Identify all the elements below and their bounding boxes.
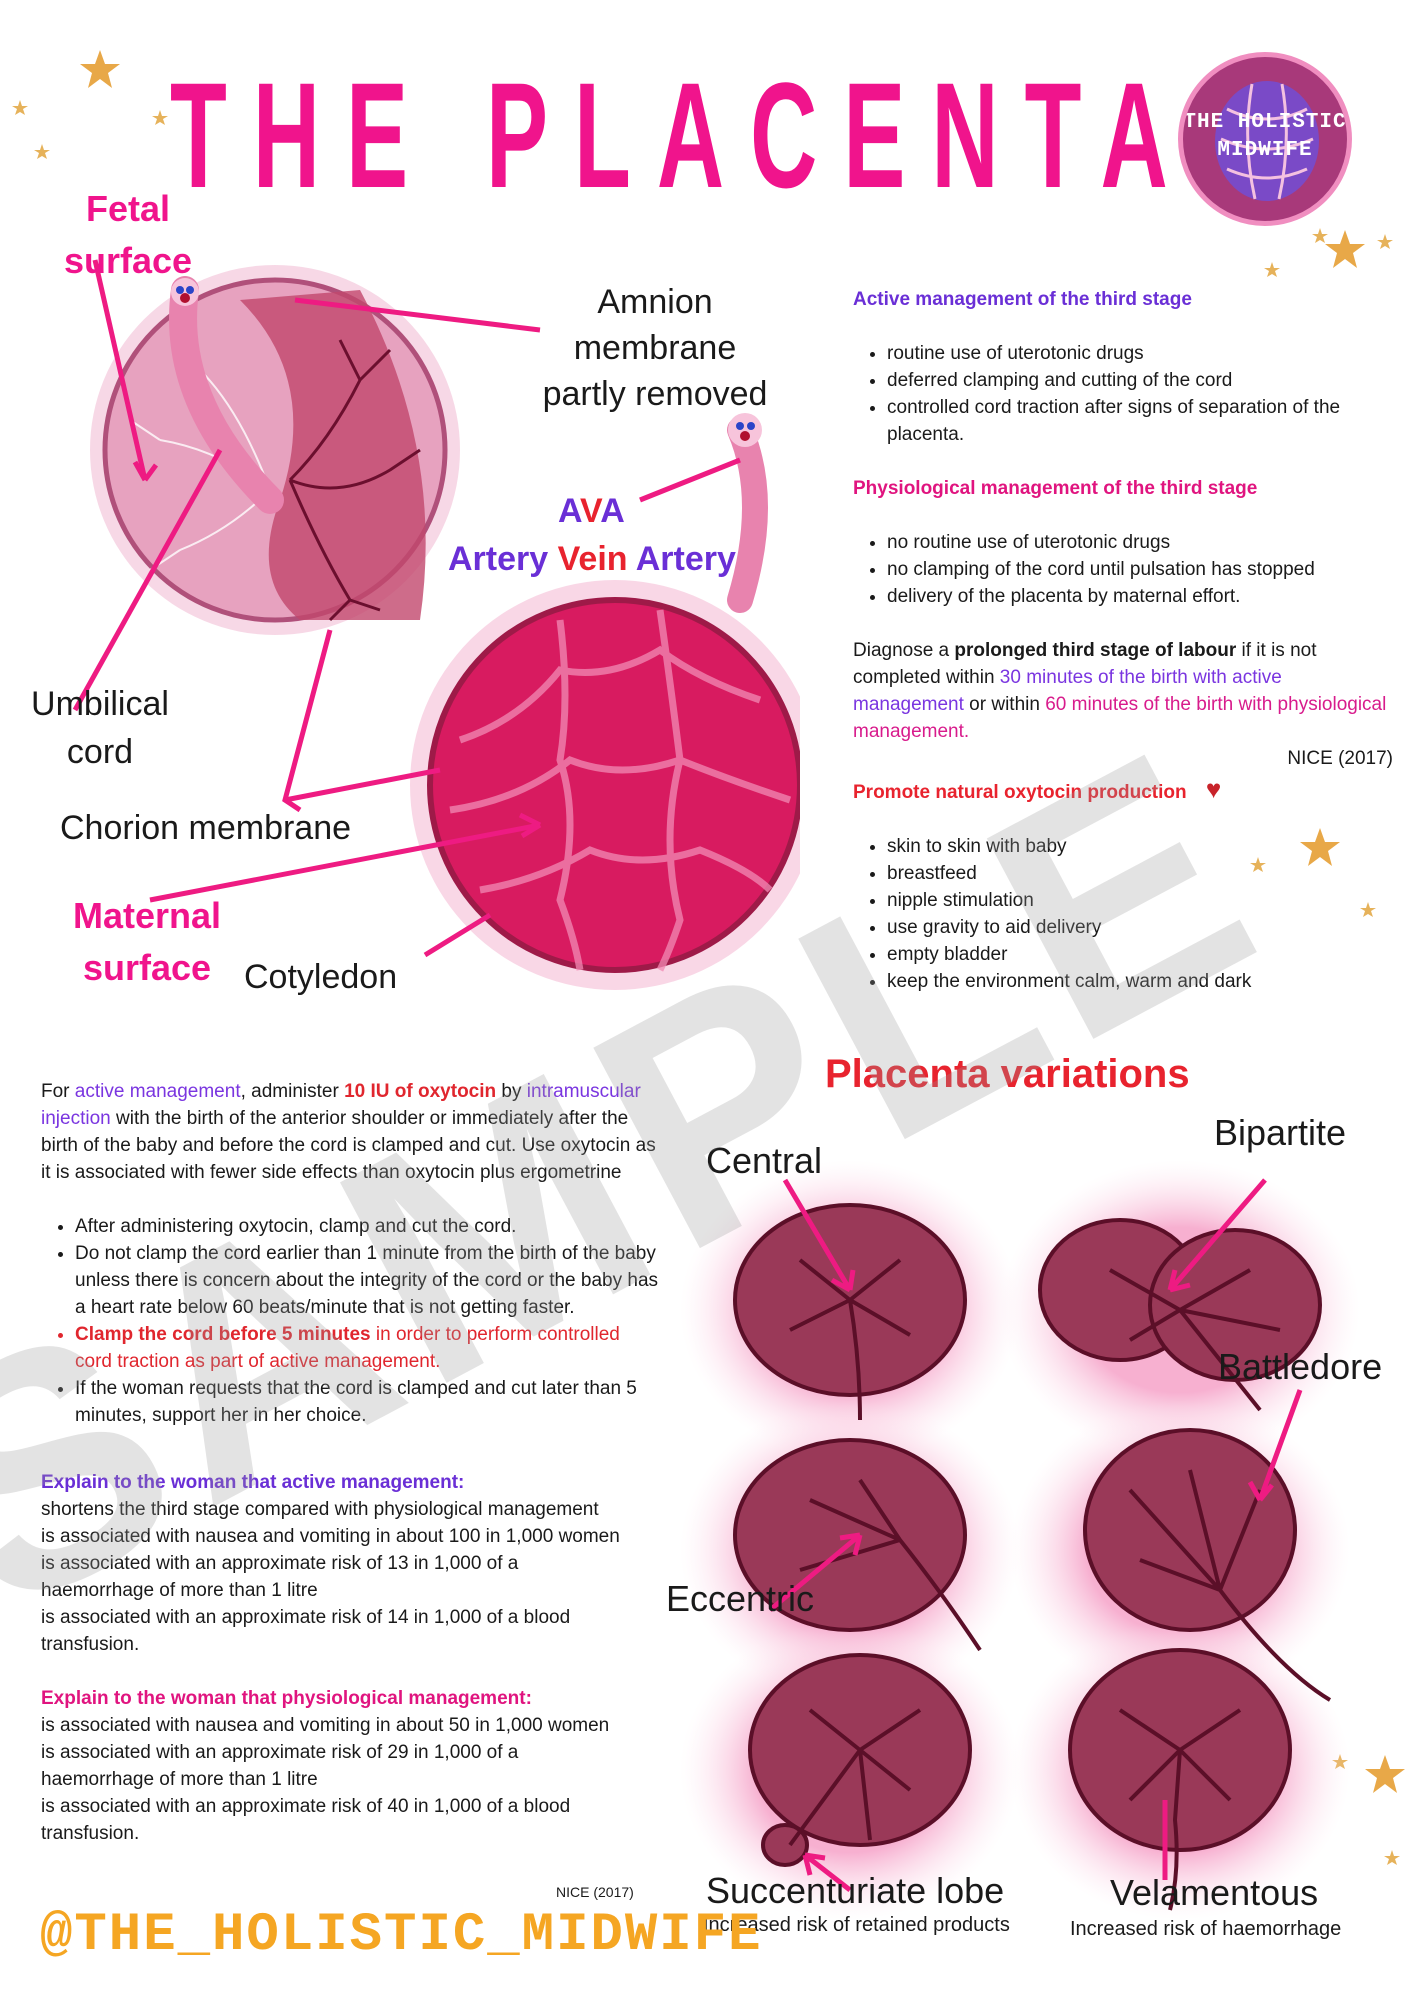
explain-phys-line: is associated with nausea and vomiting i… [41,1715,610,1736]
list-item: keep the environment calm, warm and dark [887,968,1393,995]
variation-cords [788,1258,1332,1911]
brand-logo: THE HOLISTIC MIDWIFE [1178,52,1352,226]
label-bipartite: Bipartite [1214,1112,1347,1153]
pointer-chorion [284,767,441,803]
label-fetal-surface: Fetal surface [63,188,193,281]
label-ava: AVA [558,492,625,530]
placenta-diagram [72,259,800,990]
oxytocin-heading-row: Promote natural oxytocin production ♥ [853,776,1393,806]
list-item: delivery of the placenta by maternal eff… [887,583,1393,610]
label-cotyledon: Cotyledon [244,958,398,996]
label-succenturiate: Succenturiate lobe [706,1870,1005,1911]
placenta-logo-icon [1215,81,1319,201]
explain-phys-line: is associated with an approximate risk o… [41,1742,519,1790]
list-item: Do not clamp the cord earlier than 1 min… [75,1240,661,1321]
nice-citation: NICE (2017) [1287,748,1393,769]
intro-paragraph: For active management, administer 10 IU … [41,1081,656,1183]
star-icon [1312,228,1328,243]
label-chorion: Chorion membrane [60,809,352,847]
list-item: controlled cord traction after signs of … [887,394,1393,448]
label-umbilical-cord: Umbilical cord [31,685,169,771]
list-item: no routine use of uterotonic drugs [887,529,1393,556]
label-pointers [72,259,741,958]
clamping-list: After administering oxytocin, clamp and … [41,1213,661,1429]
explain-phys-line: is associated with an approximate risk o… [41,1796,571,1844]
pointer-amnion [294,297,541,333]
label-battledore: Battledore [1218,1346,1383,1387]
star-icon [34,144,50,159]
explain-active-line: is associated with nausea and vomiting i… [41,1526,620,1547]
label-velamentous: Velamentous [1110,1872,1319,1913]
cotyledon-lobes [449,609,792,972]
cord-section-icon [728,413,762,447]
explain-active-heading: Explain to the woman that active managem… [41,1472,465,1493]
explain-phys-heading: Explain to the woman that physiological … [41,1688,532,1709]
variation-placentas [733,1203,1322,1867]
pointer-ava [639,457,741,503]
velamentous-note: Increased risk of haemorrhage [1070,1918,1342,1940]
label-maternal-surface: Maternal surface [72,895,222,988]
prolonged-paragraph: Diagnose a prolonged third stage of labo… [853,640,1387,742]
explain-active-line: is associated with an approximate risk o… [41,1553,519,1601]
star-icon [1377,234,1393,249]
heart-icon: ♥ [1205,774,1222,804]
physiological-list: no routine use of uterotonic drugs no cl… [853,529,1393,610]
nice-citation: NICE (2017) [556,1884,634,1900]
management-panel: Active management of the third stage rou… [853,286,1393,995]
active-heading: Active management of the third stage [853,289,1192,310]
star-icon [80,50,120,88]
pointer-maternal-surface [149,822,541,903]
star-icon [152,110,168,125]
oxytocin-guidance-panel: For active management, administer 10 IU … [41,1078,661,1847]
umbilical-cord-maternal [727,417,768,613]
pointer-umbilical-cord [72,448,223,712]
pointer-fetal-surface [92,259,148,481]
list-item: empty bladder [887,941,1393,968]
list-item: After administering oxytocin, clamp and … [75,1213,661,1240]
active-list: routine use of uterotonic drugs deferred… [853,340,1393,448]
list-item: Clamp the cord before 5 minutes in order… [75,1321,661,1375]
label-central: Central [706,1140,823,1181]
physiological-heading: Physiological management of the third st… [853,478,1258,499]
logo-line-2: MIDWIFE [1217,139,1313,162]
fetal-surface-exposed [240,290,426,620]
list-item: If the woman requests that the cord is c… [75,1375,661,1429]
variations-diagram [680,1160,1360,1920]
variation-pointers [768,1178,1303,1892]
list-item: nipple stimulation [887,887,1393,914]
star-icon [12,100,28,115]
variations-title: Placenta variations [825,1052,1190,1096]
pointer-cotyledon [423,912,492,958]
star-icon [1325,230,1365,268]
succenturiate-note: Increased risk of retained products [703,1914,1010,1936]
battledore-placenta [1083,1428,1297,1632]
fetal-vessels [288,339,421,622]
label-eccentric: Eccentric [666,1578,815,1619]
list-item: skin to skin with baby [887,833,1393,860]
instagram-handle: @THE_HOLISTIC_MIDWIFE [40,1905,763,1966]
label-ava-full: Artery Vein Artery [448,540,736,578]
list-item: no clamping of the cord until pulsation … [887,556,1393,583]
oxytocin-heading: Promote natural oxytocin production [853,782,1187,803]
label-amnion: Amnion membrane partly removed [542,283,768,413]
star-icon [1264,262,1280,277]
page-title: THE PLACENTA [170,51,1194,219]
logo-line-1: THE HOLISTIC [1183,111,1347,134]
list-item: use gravity to aid delivery [887,914,1393,941]
list-item: deferred clamping and cutting of the cor… [887,367,1393,394]
explain-active-line: shortens the third stage compared with p… [41,1499,599,1520]
oxytocin-list: skin to skin with baby breastfeed nipple… [853,833,1393,995]
umbilical-cord-fetal [169,276,284,514]
cord-section-icon [171,278,199,306]
list-item: routine use of uterotonic drugs [887,340,1393,367]
list-item: breastfeed [887,860,1393,887]
explain-active-line: is associated with an approximate risk o… [41,1607,571,1655]
